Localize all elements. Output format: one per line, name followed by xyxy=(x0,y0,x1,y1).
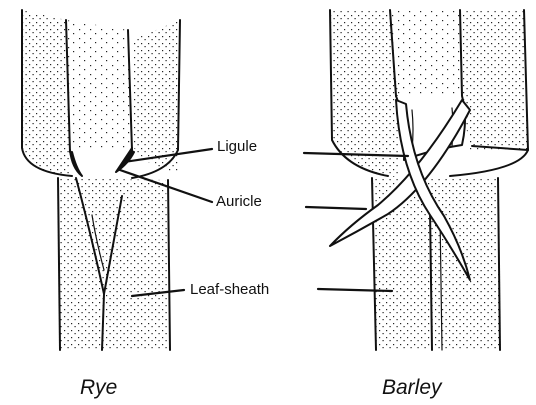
rye-caption: Rye xyxy=(80,377,117,398)
barley-stem-right xyxy=(460,10,528,150)
auricle-leader-barley xyxy=(306,207,366,209)
barley-caption: Barley xyxy=(382,377,442,398)
rye-stem-right xyxy=(132,20,180,172)
barley-stem-upper xyxy=(390,10,462,100)
rye-leaf-blade xyxy=(22,10,70,176)
leaf-sheath-label: Leaf-sheath xyxy=(190,282,269,297)
rye-leaf-sheath xyxy=(58,178,170,350)
rye-illustration xyxy=(22,10,180,350)
rye-auricle-left xyxy=(70,150,82,176)
barley-illustration xyxy=(330,10,528,350)
auricle-label: Auricle xyxy=(216,194,262,209)
ligule-label: Ligule xyxy=(217,139,257,154)
rye-stem-upper xyxy=(66,20,132,150)
